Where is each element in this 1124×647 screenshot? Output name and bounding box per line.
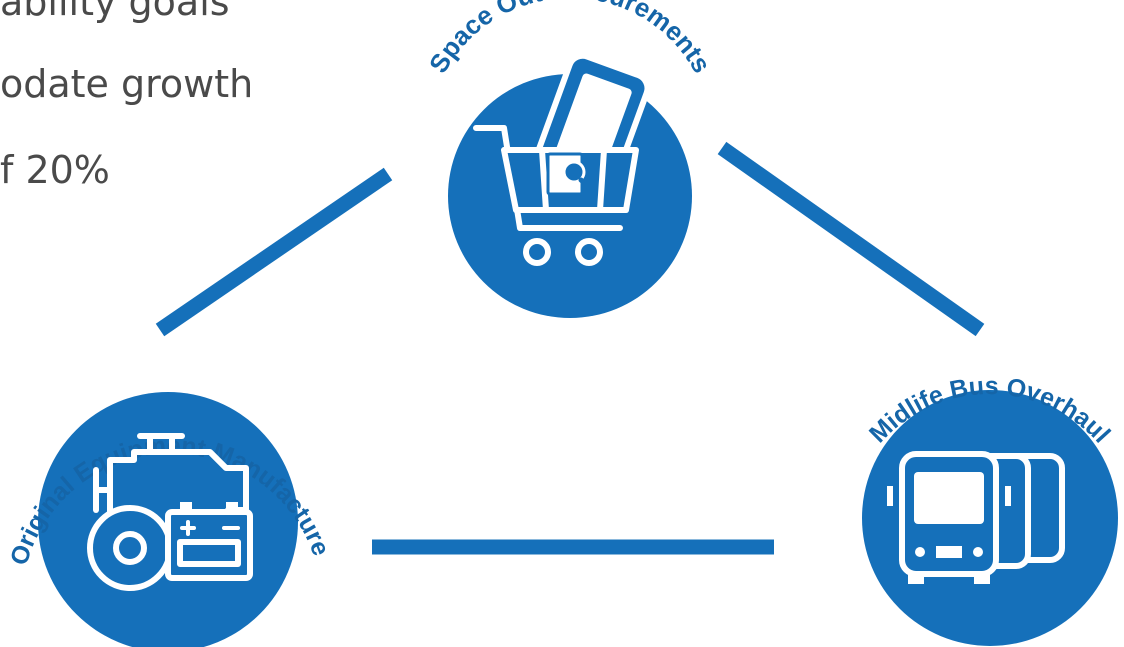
bullet-line-2: odate growth [0,62,254,106]
bullet-line-3: f 20% [0,148,110,192]
connector-top-right [717,141,985,337]
bus-fleet-icon [887,451,1065,584]
bullet-line-1: ability goals [0,0,230,24]
node-space-out-procurements: Space Out Procurements [423,0,717,318]
connector-top-left [155,167,393,337]
engine-battery-icon [87,433,253,591]
shopping-cart-icon [473,52,651,266]
node-midlife-bus-overhaul: Midlife Bus Overhaul [862,372,1118,646]
